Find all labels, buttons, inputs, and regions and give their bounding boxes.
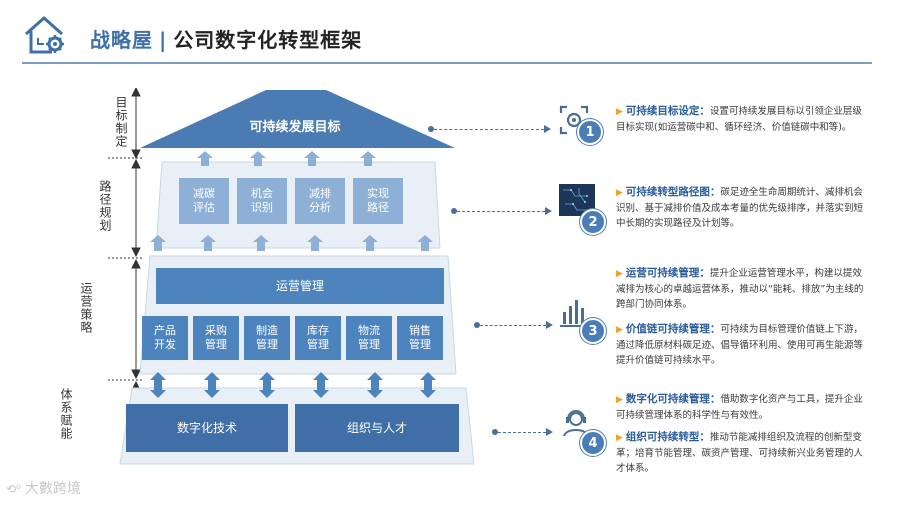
item-number-4: 4: [580, 430, 606, 456]
bullet-icon: ▶: [616, 395, 623, 405]
foundation-org-talent: 组织与人才: [295, 404, 459, 452]
bullet-icon: ▶: [616, 107, 623, 117]
bullet-icon: ▶: [616, 325, 623, 335]
path-cell-carbon-assessment: 减碳 评估: [179, 178, 229, 224]
connector-arrow-1: [544, 125, 551, 133]
path-cell-roadmap: 实现 路径: [353, 178, 403, 224]
item-desc-4a: ▶数字化可持续管理：借助数字化资产与工具，提升企业可持续管理体系的科学性与有效性…: [616, 393, 863, 421]
ops-cell-sales: 销售 管理: [397, 316, 443, 360]
watermark-logo-icon: ⟲⁰: [6, 482, 21, 496]
bullet-icon: ▶: [616, 269, 623, 279]
ops-cell-manufacturing: 制造 管理: [244, 316, 290, 360]
connector-dot-1: [428, 126, 434, 132]
bullet-icon: ▶: [616, 188, 623, 198]
item-desc-3a: ▶运营可持续管理：提升企业运营管理水平，构建以提效减排为核心的卓越运营体系，推动…: [616, 267, 864, 310]
header-rule: [22, 62, 872, 64]
item-desc-3b: ▶价值链可持续管理：可持续为目标管理价值链上下游，通过降低原材料碳足迹、倡导循环…: [616, 323, 864, 366]
up-arrows-top: [197, 151, 376, 166]
connector-dot-4: [492, 429, 498, 435]
axis-label-path: 路径规划: [98, 180, 112, 232]
item-number-1: 1: [577, 119, 603, 145]
bar-chart-icon: [560, 300, 590, 327]
connector-line-2: [457, 211, 545, 212]
ops-cell-inventory: 库存 管理: [295, 316, 341, 360]
connector-dot-2: [451, 208, 457, 214]
item-desc-4b: ▶组织可持续转型：推动节能减排组织及流程的创新型变革；培育节能管理、碳资产管理、…: [616, 431, 864, 474]
title-text: 公司数字化转型框架: [173, 28, 363, 52]
path-cell-reduction-analysis: 减排 分析: [295, 178, 345, 224]
foundation-digital-tech: 数字化技术: [126, 404, 288, 452]
house-gear-icon: [25, 16, 64, 54]
ops-cell-logistics: 物流 管理: [346, 316, 392, 360]
connector-arrow-4: [546, 428, 553, 436]
header: 战略屋|公司数字化转型框架: [22, 14, 882, 64]
item-number-2: 2: [580, 209, 606, 235]
brand-label: 战略屋: [90, 28, 153, 52]
page-title: 战略屋|公司数字化转型框架: [90, 24, 362, 53]
item-desc-1: ▶可持续目标设定：设置可持续发展目标以引领企业层级目标实现(如运营碳中和、循环经…: [616, 105, 862, 133]
connector-dot-3: [474, 322, 480, 328]
item-desc-2: ▶可持续转型路径图：碳足迹全生命周期统计、减排机会识别、基于减排价值及成本考量的…: [616, 186, 864, 229]
axis-label-goal: 目标制定: [114, 96, 128, 148]
axis-label-enable: 体系赋能: [59, 388, 73, 440]
title-separator: |: [159, 28, 168, 52]
item-number-3: 3: [580, 318, 606, 344]
connector-line-4: [498, 432, 546, 433]
connector-arrow-3: [546, 321, 553, 329]
up-arrows-middle: [150, 235, 433, 251]
connector-line-3: [480, 325, 546, 326]
connector-line-1: [434, 129, 544, 130]
path-cell-opportunity: 机会 识别: [237, 178, 287, 224]
connector-arrow-2: [545, 207, 552, 215]
ops-management-bar: 运营管理: [156, 268, 444, 304]
bullet-icon: ▶: [616, 433, 623, 443]
axis-label-ops: 运营策略: [79, 282, 93, 334]
ops-cell-procurement: 采购 管理: [193, 316, 239, 360]
double-arrows: [150, 372, 436, 398]
roof-label: 可持续发展目标: [249, 120, 341, 135]
ops-cell-product-dev: 产品 开发: [142, 316, 188, 360]
